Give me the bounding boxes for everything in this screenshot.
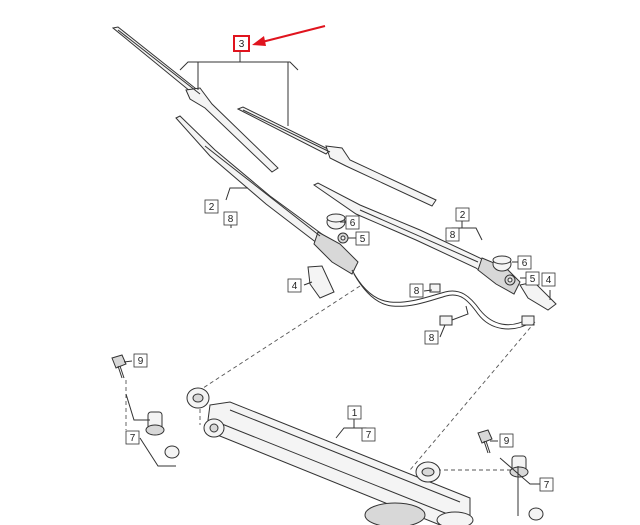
- callout-8-mid-b: 8: [424, 330, 439, 345]
- svg-text:5: 5: [530, 274, 536, 285]
- svg-text:9: 9: [138, 356, 144, 367]
- rubber-mount-right: [509, 455, 544, 521]
- svg-text:4: 4: [546, 275, 552, 286]
- callout-8-right: 8: [445, 227, 460, 242]
- nut-right: [504, 274, 516, 286]
- svg-text:8: 8: [450, 230, 456, 241]
- svg-text:7: 7: [130, 433, 136, 444]
- callout-6-right: 6: [517, 255, 532, 270]
- callout-1: 1: [347, 405, 362, 420]
- leader-lines: [123, 52, 551, 516]
- callout-5-right: 5: [525, 271, 540, 286]
- wiper-blade-right: [236, 106, 437, 207]
- callout-2-right: 2: [455, 207, 470, 222]
- wiper-arm-left: [175, 115, 359, 275]
- bolt-right: [477, 429, 493, 454]
- pivot-bushing-right: [415, 461, 441, 483]
- pivot-bushing-left-bottom: [203, 418, 225, 438]
- svg-text:7: 7: [544, 480, 550, 491]
- callout-2-left: 2: [204, 199, 219, 214]
- callout-7-left: 7: [125, 430, 140, 445]
- svg-text:6: 6: [522, 258, 528, 269]
- callout-7-center: 7: [361, 427, 376, 442]
- callout-6-left: 6: [345, 215, 360, 230]
- callout-3-top: 3: [233, 35, 250, 52]
- callout-7-right: 7: [539, 477, 554, 492]
- svg-text:2: 2: [209, 202, 215, 213]
- svg-text:2: 2: [460, 210, 466, 221]
- wiper-blade-left: [111, 26, 279, 173]
- cap-left: [326, 213, 346, 230]
- svg-text:6: 6: [350, 218, 356, 229]
- highlight-arrow: [252, 25, 326, 46]
- svg-text:4: 4: [292, 281, 298, 292]
- svg-text:9: 9: [504, 436, 510, 447]
- svg-text:8: 8: [414, 286, 420, 297]
- svg-text:1: 1: [352, 408, 358, 419]
- rubber-mount-left: [145, 411, 180, 459]
- callout-9-left: 9: [133, 353, 148, 368]
- svg-text:8: 8: [429, 333, 435, 344]
- callout-8-left: 8: [223, 211, 238, 226]
- wiper-linkage-frame: [204, 401, 474, 525]
- callout-8-mid-a: 8: [409, 283, 424, 298]
- callout-4-left: 4: [287, 278, 302, 293]
- washer-hose: [351, 269, 535, 330]
- svg-text:8: 8: [228, 214, 234, 225]
- callout-9-right: 9: [499, 433, 514, 448]
- cover-left: [307, 265, 335, 299]
- cap-right: [492, 255, 512, 272]
- callout-5-left: 5: [355, 231, 370, 246]
- bolt-left: [111, 354, 127, 379]
- callout-4-right: 4: [541, 272, 556, 287]
- nut-left: [337, 232, 349, 244]
- pivot-bushing-left-top: [186, 387, 210, 409]
- svg-text:5: 5: [360, 234, 366, 245]
- svg-text:7: 7: [366, 430, 372, 441]
- svg-text:3: 3: [239, 39, 245, 50]
